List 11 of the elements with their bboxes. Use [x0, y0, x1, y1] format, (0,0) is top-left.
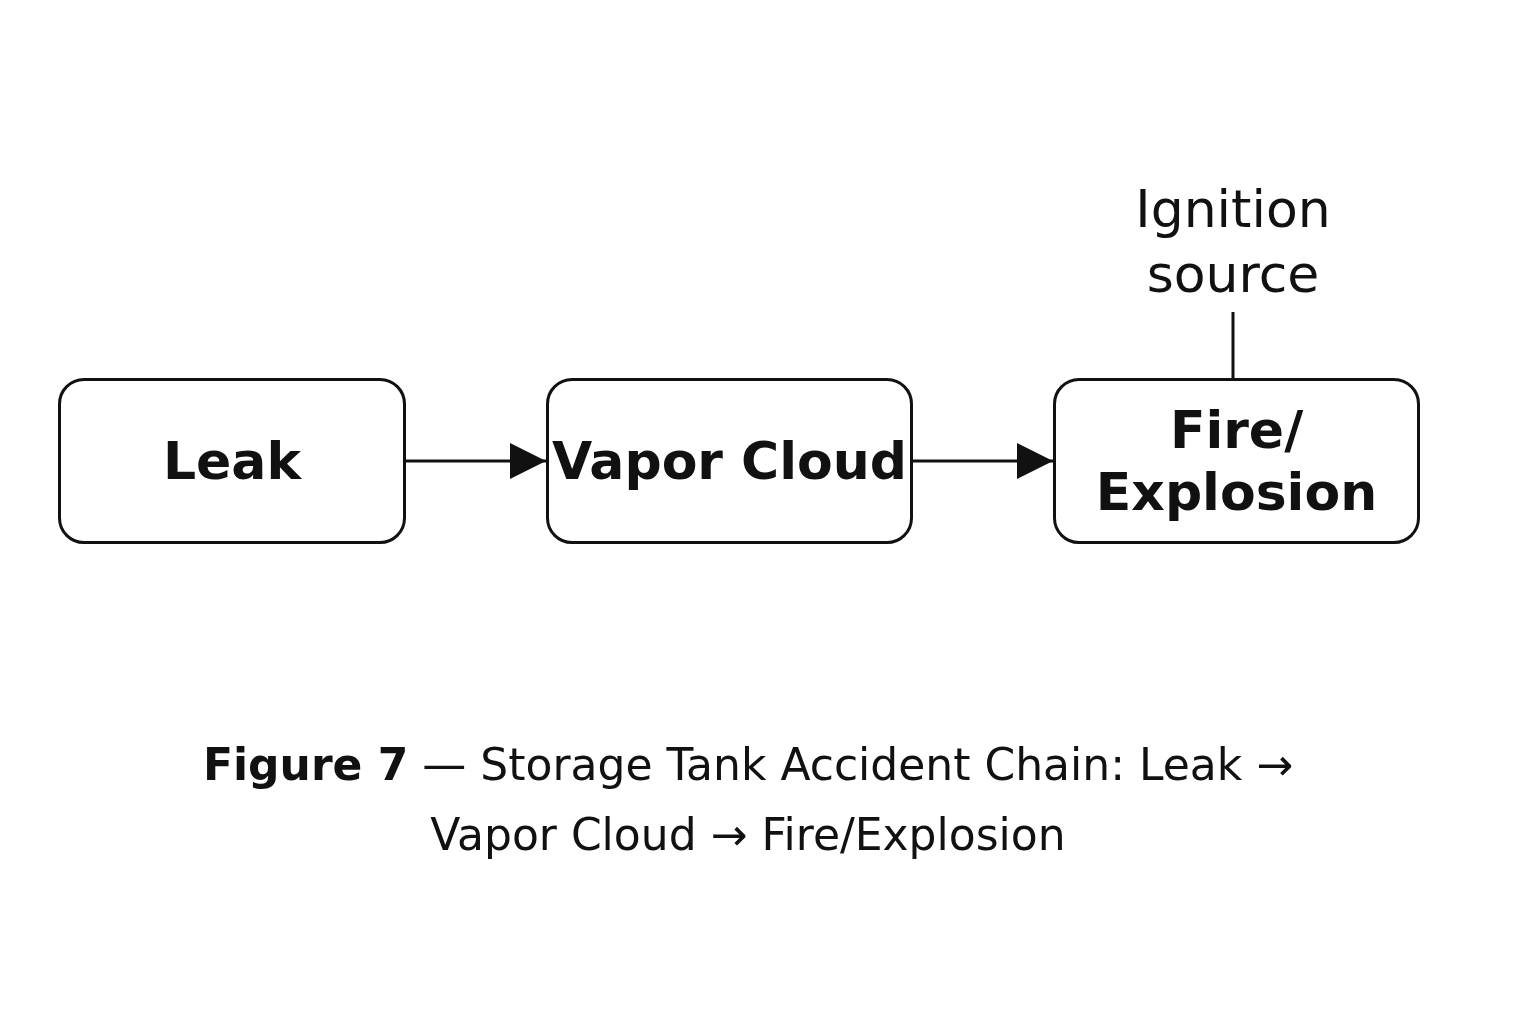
node-text: Vapor Cloud: [551, 429, 908, 493]
process-box: [546, 378, 913, 544]
process-box: [1053, 378, 1420, 544]
arrow: [406, 443, 546, 479]
figure-caption: Figure 7 — Storage Tank Accident Chain: Leak → Vapor Cloud → Fire/Explosion: [201, 738, 1295, 863]
arrow: [913, 443, 1053, 479]
node-text: Ignition source: [1134, 178, 1332, 306]
process-box: [58, 378, 406, 544]
node-text: Fire/ Explosion: [1094, 398, 1379, 524]
node-text: Leak: [162, 429, 302, 493]
connector-line: [1231, 312, 1235, 378]
